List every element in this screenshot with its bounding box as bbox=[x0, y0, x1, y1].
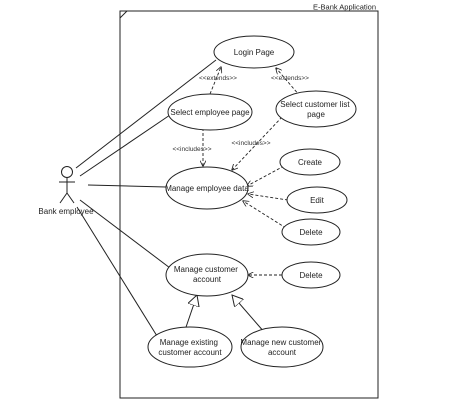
usecase-delete-customer bbox=[281, 261, 341, 289]
extends-label-left: <<extends>> bbox=[199, 75, 237, 82]
usecase-edit-label: Edit bbox=[310, 196, 325, 205]
usecase-select-employee-label: Select employee page bbox=[170, 108, 250, 117]
usecase-login-page bbox=[213, 35, 295, 69]
create-arrow bbox=[247, 165, 285, 186]
includes-arrow-right bbox=[232, 116, 283, 170]
edit-arrow bbox=[248, 194, 289, 201]
dependencies bbox=[203, 67, 301, 275]
usecase-delete-employee-label: Delete bbox=[299, 228, 323, 237]
usecase-create bbox=[279, 148, 341, 176]
usecase-manage-customer-account bbox=[165, 253, 249, 297]
associations bbox=[75, 59, 217, 337]
assoc-login bbox=[75, 59, 217, 169]
extends-label-right: <<extends>> bbox=[271, 75, 309, 82]
usecase-manage-existing-label: Manage existing customer account bbox=[158, 338, 222, 357]
assoc-select-employee bbox=[79, 114, 171, 177]
assoc-manage-customer bbox=[79, 199, 171, 269]
usecase-manage-employee-data bbox=[165, 166, 249, 210]
extends-arrow-right bbox=[276, 68, 301, 97]
usecase-delete-customer-label: Delete bbox=[299, 271, 323, 280]
system-boundary bbox=[119, 10, 379, 399]
usecase-login-label: Login Page bbox=[234, 48, 275, 57]
actor-head bbox=[61, 166, 73, 178]
usecase-delete-employee bbox=[281, 218, 341, 246]
usecase-manage-employee-label: Manage employee data bbox=[165, 184, 249, 193]
usecase-select-customer-list-page bbox=[275, 90, 357, 128]
actor-label: Bank employee bbox=[38, 207, 94, 216]
includes-label-right: <<includes>> bbox=[231, 140, 270, 147]
usecase-manage-customer-label: Manage customer account bbox=[174, 265, 240, 284]
usecase-create-label: Create bbox=[298, 158, 323, 167]
usecase-select-customer-label: Select customer list page bbox=[280, 100, 352, 119]
assoc-manage-employee bbox=[87, 184, 167, 188]
generalization-new bbox=[232, 295, 266, 334]
usecase-manage-new-customer-account bbox=[240, 326, 324, 368]
usecase-edit bbox=[286, 186, 348, 214]
includes-label-left: <<includes>> bbox=[172, 146, 211, 153]
assoc-manage-existing bbox=[76, 206, 158, 337]
boundary-corner-fold bbox=[119, 10, 128, 19]
system-title: E-Bank Application bbox=[313, 3, 376, 12]
usecase-manage-existing-customer-account bbox=[147, 326, 233, 368]
usecase-manage-new-label: Manage new customer account bbox=[240, 338, 323, 357]
actor-bank-employee bbox=[59, 166, 75, 204]
usecase-select-employee-page bbox=[167, 93, 253, 131]
delete-employee-arrow bbox=[243, 201, 287, 229]
